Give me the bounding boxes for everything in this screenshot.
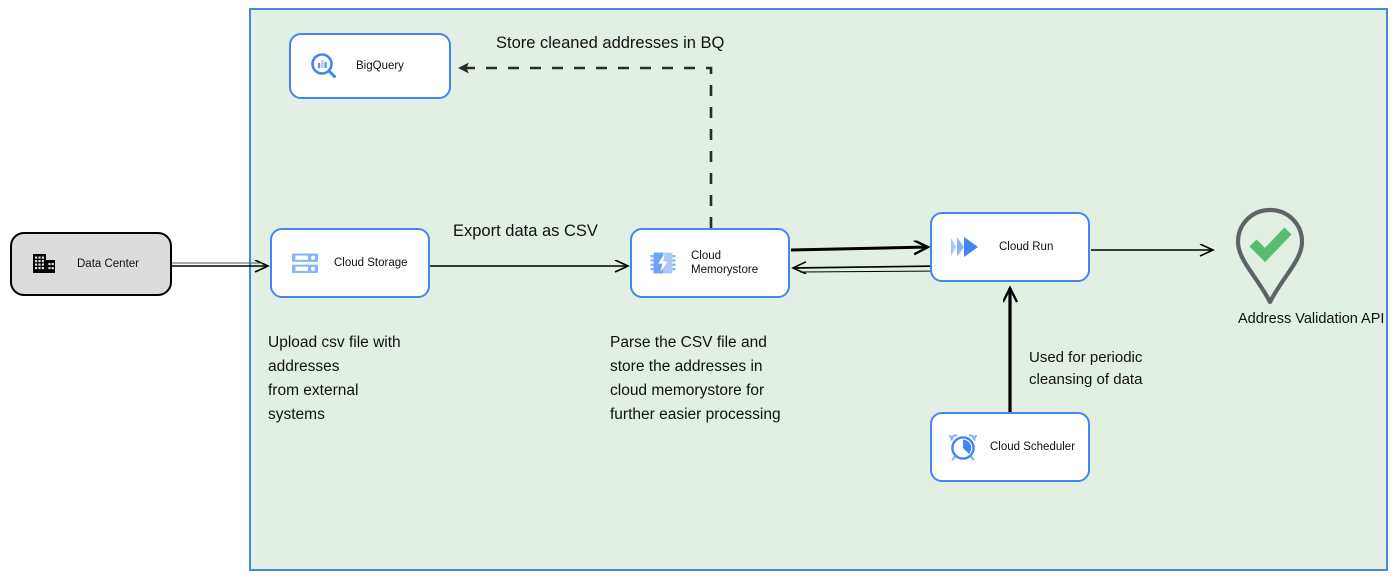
cloud-run-icon <box>948 232 982 262</box>
node-cloud-memorystore[interactable]: Cloud Memorystore <box>630 228 790 298</box>
node-label-bigquery: BigQuery <box>356 60 404 72</box>
edge-label-export-csv: Export data as CSV <box>453 222 598 240</box>
edge-label-periodic-cleansing: Used for periodic cleansing of data <box>1029 349 1143 388</box>
edge-label-store-in-bq: Store cleaned addresses in BQ <box>496 34 725 52</box>
node-label-data-center: Data Center <box>77 258 140 270</box>
node-bigquery[interactable]: BigQuery <box>289 33 451 99</box>
node-cloud-scheduler[interactable]: Cloud Scheduler <box>930 412 1090 482</box>
node-cloud-storage[interactable]: Cloud Storage <box>270 228 430 298</box>
node-label-cloud-storage: Cloud Storage <box>334 257 408 269</box>
cloud-scheduler-icon <box>948 432 978 462</box>
data-center-icon <box>31 251 57 277</box>
node-label-cloud-memorystore: Cloud Memorystore <box>691 250 759 276</box>
google-cloud-boundary <box>249 8 1388 571</box>
node-label-cloud-scheduler: Cloud Scheduler <box>990 441 1076 453</box>
node-label-address-validation-api: Address Validation API <box>1238 311 1385 327</box>
bigquery-icon <box>309 51 339 81</box>
node-data-center[interactable]: Data Center <box>10 232 172 296</box>
node-label-cloud-run: Cloud Run <box>999 241 1054 253</box>
caption-parse-csv: Parse the CSV file and store the address… <box>610 334 781 423</box>
caption-upload-csv: Upload csv file with addresses from exte… <box>268 334 401 423</box>
node-cloud-run[interactable]: Cloud Run <box>930 212 1090 282</box>
address-validation-pin-icon <box>1231 207 1309 310</box>
node-address-validation-api[interactable]: Address Validation API <box>1222 206 1398 366</box>
cloud-storage-icon <box>290 248 320 278</box>
cloud-memorystore-icon <box>648 248 678 278</box>
